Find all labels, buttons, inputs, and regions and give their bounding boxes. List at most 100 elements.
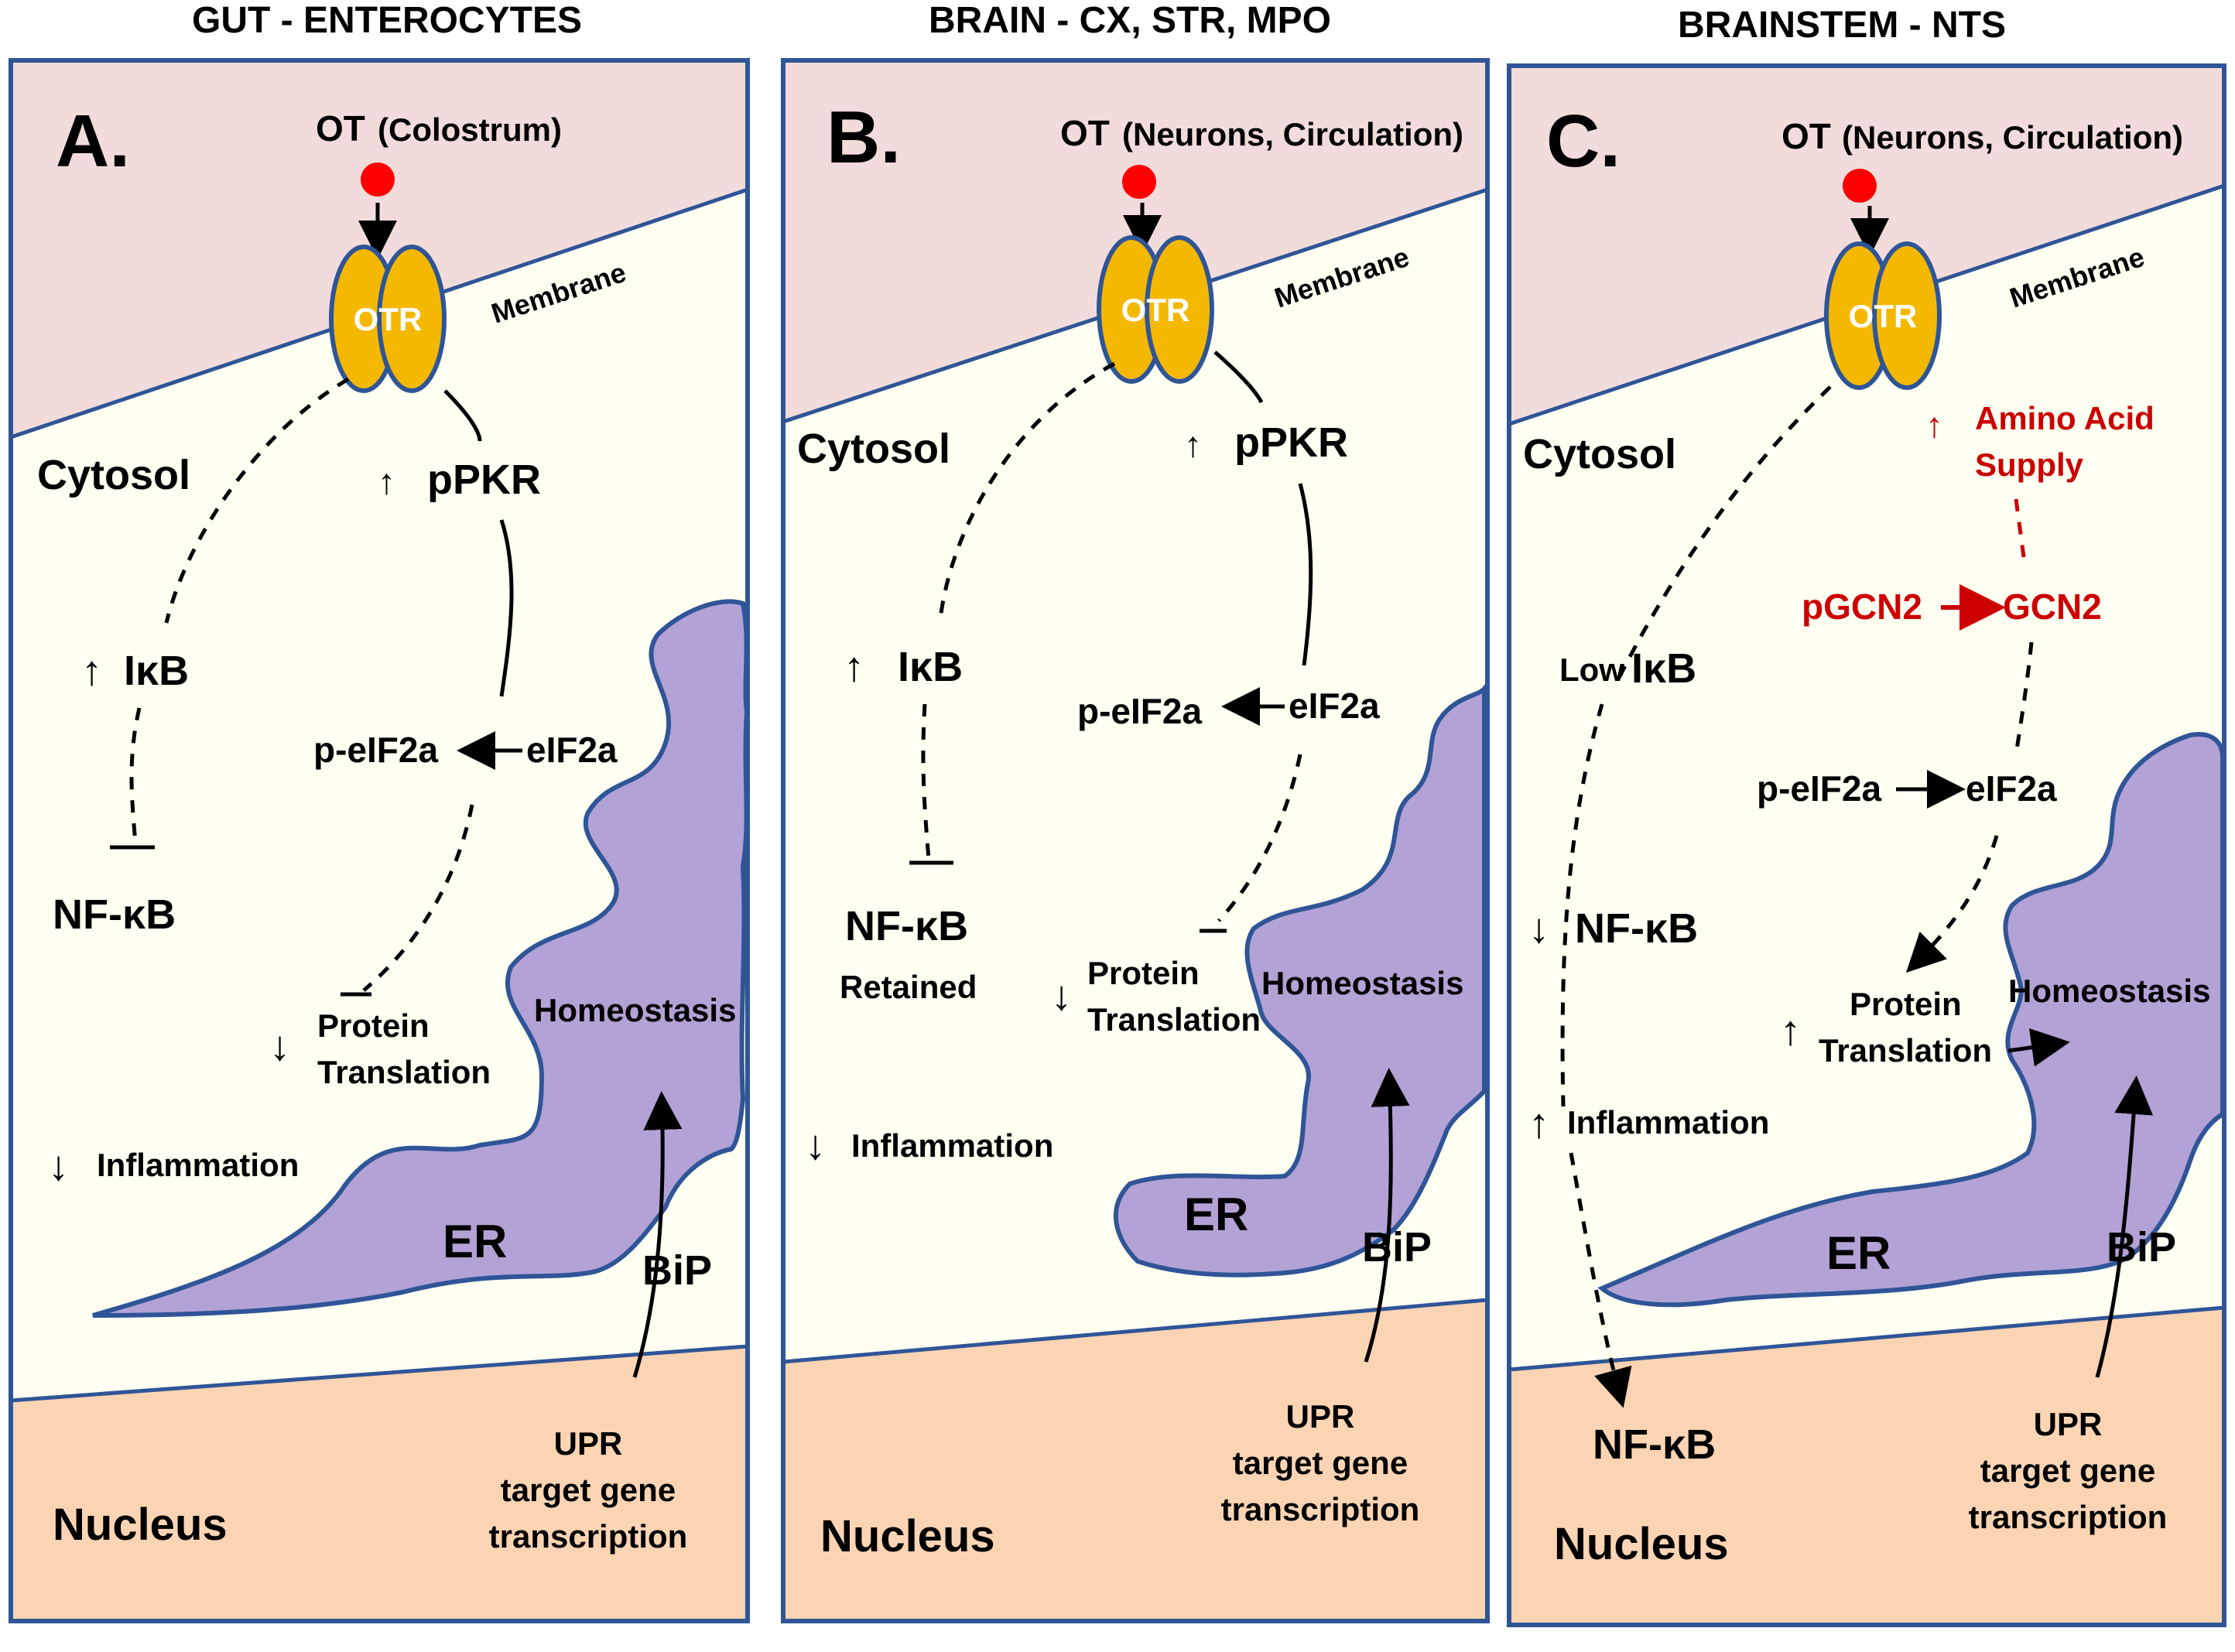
ppkr-to-eif2a-line — [1298, 483, 1313, 666]
bip-to-homeostasis-arrow — [2095, 1076, 2154, 1378]
nfkb-label: NF-κB — [53, 891, 176, 938]
otr-right-lobe — [1872, 241, 1942, 390]
panel-border — [1507, 63, 2226, 1627]
bip-to-homeostasis-arrow — [1364, 1068, 1410, 1363]
ot-label: OT — [1781, 116, 1831, 156]
homeostasis-label: Homeostasis — [2008, 973, 2210, 1009]
upr-label-3: transcription — [489, 1518, 688, 1555]
nfkb-nucleus-label: NF-κB — [1593, 1421, 1716, 1468]
low-label: Low — [1559, 652, 1624, 688]
panel-a: GUT - ENTEROCYTES A. OT (Colostrum) OTR … — [9, 0, 750, 1623]
translation-label: Translation — [317, 1054, 491, 1090]
up-arrow-amino-acid: ↑ — [1925, 405, 1943, 445]
ot-ligand-dot — [1843, 169, 1877, 203]
upr-label-3: transcription — [1221, 1491, 1420, 1527]
ikb-label: IκB — [1631, 645, 1696, 692]
homeostasis-label: Homeostasis — [534, 992, 736, 1028]
upr-label-3: transcription — [1969, 1499, 2168, 1535]
gcn2-to-eif2a-dashed — [2014, 641, 2034, 755]
ot-source-label: (Neurons, Circulation) — [1122, 116, 1463, 152]
otr-right-lobe — [1145, 235, 1214, 384]
translation-to-homeostasis-arrow — [2007, 1028, 2070, 1067]
panel-b: BRAIN - CX, STR, MPO B. OT (Neurons, Cir… — [781, 0, 1490, 1623]
ikb-inhibit-line — [129, 707, 142, 844]
upr-label-2: target gene — [1233, 1445, 1408, 1481]
upr-label-1: UPR — [554, 1425, 623, 1462]
amino-acid-label: Amino Acid — [1975, 400, 2155, 436]
inflammation-label: Inflammation — [851, 1127, 1053, 1164]
ppkr-label: pPKR — [1234, 419, 1348, 466]
otr-label: OTR — [354, 301, 423, 337]
upr-label-2: target gene — [501, 1472, 676, 1508]
up-arrow-ikb: ↑ — [844, 644, 864, 690]
otr-to-ppkr-line — [1213, 351, 1264, 404]
upr-label-1: UPR — [2034, 1406, 2103, 1442]
panel-border — [9, 58, 750, 1623]
ot-ligand-dot — [1122, 165, 1156, 199]
ot-label: OT — [1060, 113, 1110, 153]
eif2a-to-translation-dashed — [1905, 835, 1999, 973]
ikb-label: IκB — [898, 644, 963, 690]
down-arrow-inflammation: ↓ — [48, 1143, 69, 1189]
up-arrow-ppkr: ↑ — [1184, 424, 1202, 464]
panel-header: BRAINSTEM - NTS — [1678, 5, 2006, 46]
eif2a-label: eIF2a — [1289, 686, 1380, 726]
otr-to-ikb-dashed — [938, 361, 1116, 620]
otr-label: OTR — [1849, 298, 1918, 334]
eif2a-to-translation-dashed — [1217, 754, 1302, 922]
otr-to-ppkr-line — [443, 389, 482, 442]
eif2a-to-translation-dashed — [362, 804, 474, 992]
ikb-label: IκB — [124, 648, 189, 694]
cytosol-label: Cytosol — [1523, 431, 1676, 477]
bip-label: BiP — [1362, 1224, 1432, 1271]
gcn2-label: GCN2 — [2003, 587, 2102, 627]
nfkb-to-nucleus-dashed — [1569, 1152, 1632, 1408]
up-arrow-translation: ↑ — [1780, 1007, 1801, 1054]
peif2a-label: p-eIF2a — [1757, 768, 1881, 809]
nucleus-label: Nucleus — [820, 1511, 995, 1561]
panel-border — [781, 58, 1490, 1623]
otr-right-lobe — [377, 245, 447, 393]
protein-label: Protein — [1850, 986, 1962, 1022]
upr-label-2: target gene — [1980, 1452, 2155, 1489]
nuclear-envelope-line — [10, 1344, 748, 1403]
peif2a-label: p-eIF2a — [313, 730, 438, 770]
panel-letter: C. — [1546, 100, 1621, 183]
inflammation-label: Inflammation — [1567, 1104, 1769, 1141]
ppkr-label: pPKR — [427, 457, 541, 503]
inflammation-label: Inflammation — [97, 1147, 299, 1183]
ot-source-label: (Neurons, Circulation) — [1842, 119, 2183, 156]
ot-label: OT — [316, 108, 365, 149]
ikb-to-nfkb-dashed — [1560, 703, 1604, 1107]
supply-label: Supply — [1975, 446, 2084, 483]
up-arrow-inflammation: ↑ — [1528, 1100, 1549, 1147]
otr-to-ikb-dashed — [164, 377, 350, 624]
peif2a-label: p-eIF2a — [1077, 691, 1202, 731]
amino-acid-to-gcn2-dashed — [2014, 498, 2026, 558]
panel-letter: B. — [827, 96, 901, 179]
nucleus-region — [783, 1300, 1487, 1621]
nucleus-label: Nucleus — [1554, 1519, 1729, 1569]
nucleus-region — [1509, 1308, 2224, 1625]
panel-header: BRAIN - CX, STR, MPO — [929, 0, 1331, 41]
panel-c: BRAINSTEM - NTS C. OT (Neurons, Circulat… — [1507, 5, 2226, 1627]
nuclear-envelope-line — [1508, 1305, 2225, 1372]
ppkr-to-eif2a-line — [499, 519, 514, 697]
down-arrow-nfkb: ↓ — [1528, 905, 1549, 952]
nucleus-region — [11, 1346, 748, 1621]
eif2a-label: eIF2a — [1966, 768, 2057, 809]
up-arrow-ppkr: ↑ — [378, 461, 395, 501]
up-arrow-ikb: ↑ — [81, 648, 102, 694]
bip-to-homeostasis-arrow — [632, 1091, 683, 1378]
er-label: ER — [443, 1216, 507, 1267]
homeostasis-label: Homeostasis — [1261, 965, 1463, 1001]
down-arrow-translation: ↓ — [269, 1023, 290, 1069]
bip-label: BiP — [2107, 1224, 2176, 1271]
down-arrow-translation: ↓ — [1051, 973, 1072, 1019]
upr-label-1: UPR — [1286, 1398, 1355, 1435]
cytosol-label: Cytosol — [797, 426, 950, 472]
er-shape — [1597, 732, 2225, 1308]
nfkb-label: NF-κB — [845, 903, 968, 949]
